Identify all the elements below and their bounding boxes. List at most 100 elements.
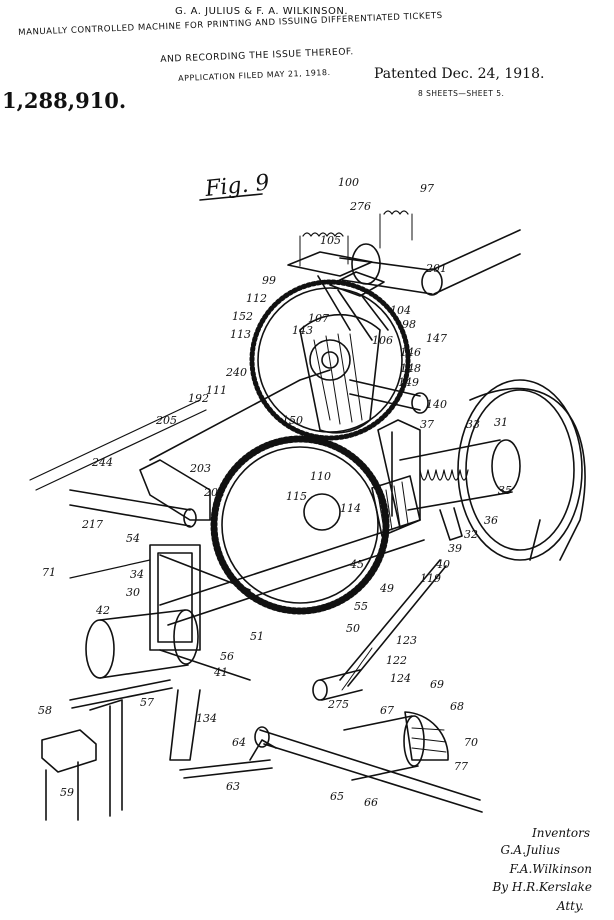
- ref-63: 63: [226, 780, 240, 793]
- ref-146: 146: [400, 346, 421, 359]
- ref-71: 71: [42, 566, 56, 579]
- cylinder-33-end: [491, 439, 521, 493]
- ref-68: 68: [450, 700, 464, 713]
- ref-276: 276: [349, 200, 371, 213]
- ref-124: 124: [390, 672, 411, 685]
- spring-hooks: [299, 213, 413, 267]
- ref-201: 201: [425, 262, 447, 275]
- ref-69: 69: [430, 678, 444, 691]
- inventors-header: G. A. JULIUS & F. A. WILKINSON.: [175, 6, 349, 17]
- bevel-pinion-teeth: [377, 481, 409, 531]
- cylinder-42-end: [85, 619, 115, 679]
- ref-66: 66: [364, 796, 378, 809]
- ref-67: 67: [380, 704, 394, 717]
- ref-36: 36: [484, 514, 498, 527]
- ref-77: 77: [454, 760, 468, 773]
- ref-123: 123: [396, 634, 417, 647]
- signature-inventor-2: F.A.Wilkinson: [509, 862, 593, 876]
- ref-39: 39: [448, 542, 462, 555]
- ref-50: 50: [346, 622, 360, 635]
- cylinder-67: [343, 715, 419, 781]
- ref-203: 203: [189, 462, 211, 475]
- cylinder-33: [399, 439, 513, 511]
- ref-202: 202: [203, 486, 225, 499]
- upper-gear-wheel-teeth: [249, 279, 411, 441]
- collar-105: [351, 243, 381, 285]
- ref-70: 70: [464, 736, 478, 749]
- link-57: [69, 679, 173, 709]
- left-rail: [29, 399, 207, 491]
- lower-shaft-end: [254, 726, 270, 748]
- rim-wheel-140: [457, 379, 583, 561]
- ref-217: 217: [81, 518, 103, 531]
- ref-65: 65: [330, 790, 344, 803]
- ref-152: 152: [232, 310, 253, 323]
- sheet-count: 8 SHEETS—SHEET 5.: [418, 89, 505, 98]
- sector-68: [404, 711, 449, 761]
- ref-106: 106: [372, 334, 393, 347]
- ref-148: 148: [400, 362, 421, 375]
- shaft-149-end: [411, 392, 429, 414]
- spring-122: [341, 647, 373, 691]
- ref-42: 42: [95, 604, 110, 617]
- ref-30: 30: [126, 586, 140, 599]
- ref-45: 45: [349, 558, 364, 571]
- ref-122: 122: [386, 654, 407, 667]
- segment-cam-detail: [313, 333, 363, 425]
- shaft-149: [349, 379, 421, 411]
- bevel-pinion-39: [371, 475, 421, 537]
- frame-right-37: [377, 419, 421, 529]
- ref-244: 244: [91, 456, 113, 469]
- signature-inventor-1: G.A.Julius: [500, 843, 560, 857]
- rod-240: [149, 369, 331, 461]
- rim-wheel-140-inner: [465, 389, 575, 551]
- ref-147: 147: [426, 332, 447, 345]
- lever-63: [179, 759, 273, 779]
- ref-49: 49: [379, 582, 394, 595]
- ref-111: 111: [206, 384, 227, 397]
- upper-shaft-201: [339, 257, 433, 295]
- ref-40: 40: [435, 558, 450, 571]
- ref-105: 105: [320, 234, 341, 247]
- rod-71: [69, 559, 151, 579]
- ref-104: 104: [390, 304, 411, 317]
- upper-gear-hub-143: [309, 339, 351, 381]
- ref-37: 37: [420, 418, 434, 431]
- ref-97: 97: [420, 182, 434, 195]
- patented-date: Patented Dec. 24, 1918.: [374, 66, 545, 82]
- ref-119: 119: [420, 572, 441, 585]
- spring-coil-36: [419, 469, 469, 481]
- ref-31: 31: [494, 416, 508, 429]
- post-59: [45, 761, 79, 821]
- bracket-205: [139, 459, 211, 521]
- frame-30: [159, 554, 251, 681]
- ref-100: 100: [338, 176, 359, 189]
- ref-112: 112: [246, 292, 267, 305]
- ref-34: 34: [130, 568, 144, 581]
- spring-left: [302, 232, 344, 237]
- ref-275: 275: [327, 698, 349, 711]
- ref-54: 54: [126, 532, 140, 545]
- ref-64: 64: [232, 736, 246, 749]
- ref-58: 58: [38, 704, 52, 717]
- spring-right: [383, 210, 409, 215]
- main-gear-hub: [303, 493, 341, 531]
- figure-label-underline: [199, 193, 263, 201]
- ref-32: 32: [464, 528, 478, 541]
- ref-134: 134: [196, 712, 217, 725]
- ref-51: 51: [250, 630, 264, 643]
- cylinder-124: [319, 669, 363, 701]
- ref-41: 41: [213, 666, 228, 679]
- sector-70-hatching: [411, 727, 447, 753]
- signature-attorney: By H.R.Kerslake: [492, 880, 592, 894]
- ref-240: 240: [225, 366, 247, 379]
- main-gear-110: [221, 446, 379, 604]
- figure-label: Fig. 9: [203, 170, 271, 202]
- cylinder-42: [99, 609, 189, 679]
- ref-33: 33: [466, 418, 480, 431]
- ref-98: 98: [402, 318, 416, 331]
- upper-gear-hub-inner: [321, 351, 339, 369]
- ref-140: 140: [426, 398, 447, 411]
- signature-heading: Inventors: [531, 826, 590, 840]
